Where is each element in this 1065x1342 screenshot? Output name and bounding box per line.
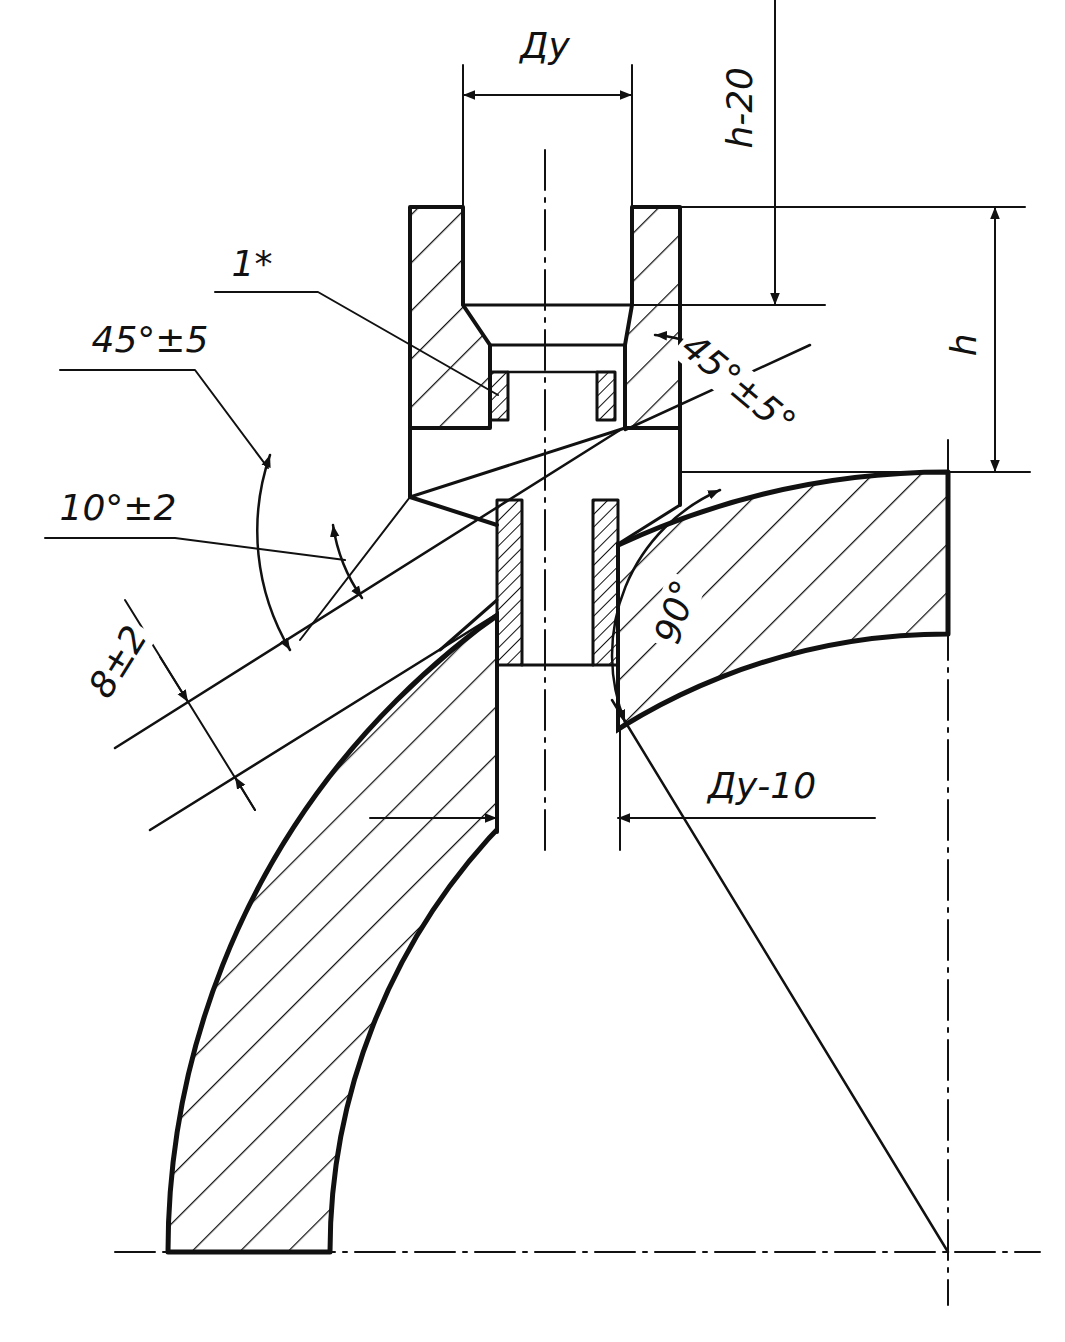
dimension-line [235, 777, 255, 810]
extension-line [632, 304, 825, 306]
radial-line [612, 700, 948, 1252]
dimension-line [370, 817, 497, 819]
bevel-line [115, 430, 620, 748]
extension-line [680, 206, 1025, 208]
pipe-wall-thin [497, 500, 522, 665]
dimension-label: h [943, 330, 983, 361]
dimension-line [774, 0, 776, 305]
dimension-line [463, 94, 632, 96]
extension-line [631, 65, 633, 207]
extension-line [619, 730, 621, 850]
dimension-label: h-20 [720, 63, 760, 153]
leader-line [45, 538, 345, 560]
angle-arc [333, 525, 362, 598]
leader-line [60, 370, 268, 468]
bevel-line [300, 497, 410, 640]
angle-arc [612, 490, 720, 722]
weld-bevel [440, 600, 497, 650]
pipe-end [522, 664, 593, 667]
weld-bevel [618, 505, 680, 544]
dimension-label: Ду-10 [704, 766, 820, 806]
extension-line [462, 65, 464, 207]
dimension-label: 8±2 [79, 616, 157, 708]
block-bevel [678, 428, 682, 505]
dimension-label: 10°±2 [56, 488, 181, 528]
bevel-line [150, 614, 497, 830]
leader-line [215, 292, 498, 395]
center-line [947, 440, 949, 1305]
fitting-body [410, 207, 490, 428]
dimension-label: 45°±5 [88, 320, 213, 360]
dimension-line [994, 207, 996, 472]
dimension-line [618, 817, 875, 819]
insert-ring [490, 372, 508, 420]
dimension-label: Ду [516, 26, 573, 66]
extension-line [680, 471, 1030, 473]
center-line [115, 1251, 1040, 1253]
pipe-wall-thin [593, 500, 618, 665]
dimension-label: 45°±5° [671, 324, 806, 446]
fitting-body [625, 207, 680, 428]
dimension-label: 1* [228, 244, 277, 284]
dimension-line [160, 657, 188, 702]
insert-ring [508, 371, 597, 374]
center-line [544, 150, 546, 850]
bore-step [463, 304, 632, 307]
bore-step [490, 344, 625, 347]
insert-ring [597, 372, 615, 420]
block-bevel [410, 428, 497, 525]
weld-line [410, 428, 625, 497]
dimension-label: 90° [646, 572, 706, 653]
